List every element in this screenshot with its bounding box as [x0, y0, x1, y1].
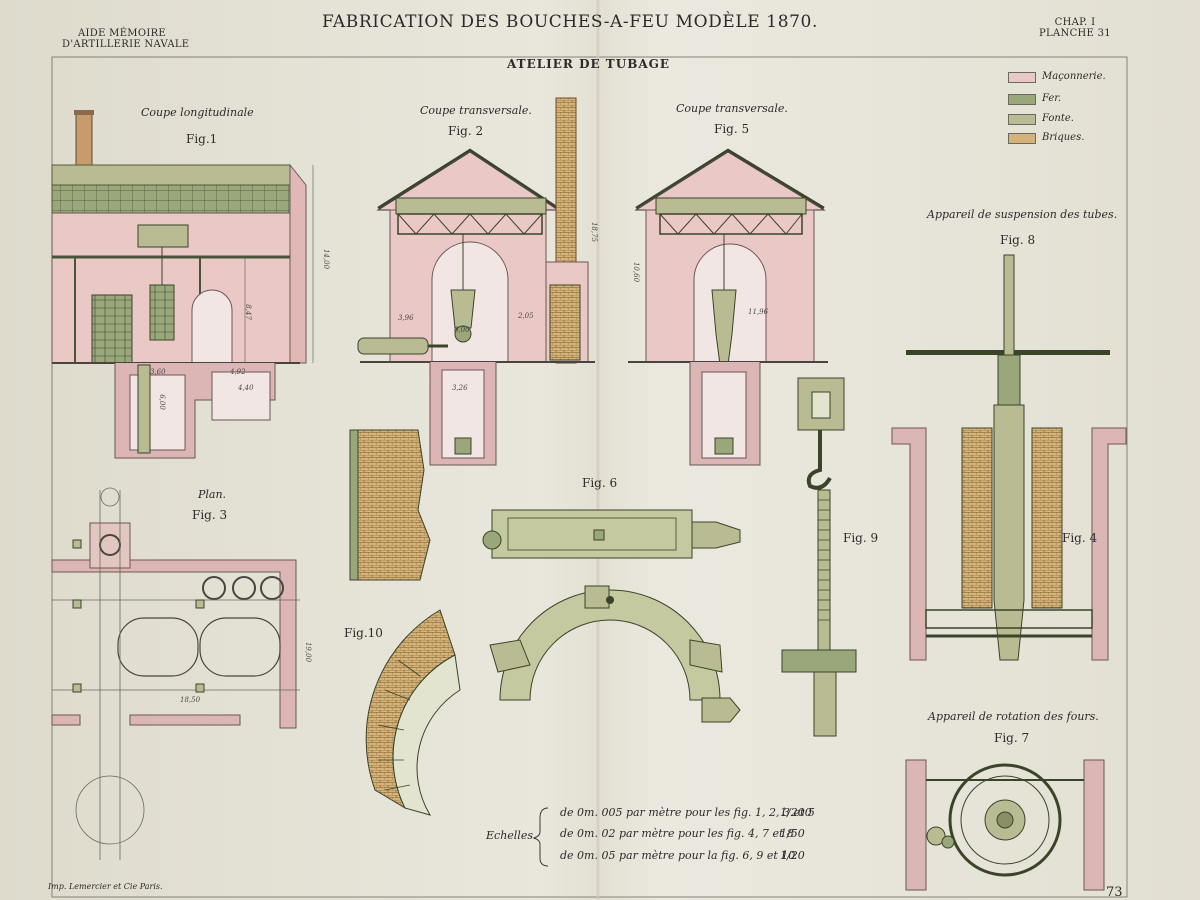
fig5-drawing	[628, 148, 828, 466]
legend-swatch-fonte	[1008, 114, 1036, 125]
dim-fig1-mid: 8,47	[243, 304, 252, 320]
page-number: 73	[1106, 885, 1123, 900]
fig8-label: Fig. 8	[1000, 233, 1036, 247]
scale-ratio-3: 1/20	[780, 849, 805, 862]
fig9-drawing	[781, 377, 857, 737]
scale-ratio-1: 1/200	[780, 806, 812, 819]
scale-line-2: de 0m. 02 par mètre pour les fig. 4, 7 e…	[560, 827, 794, 840]
fig10-label: Fig.10	[344, 626, 383, 640]
dim-fig2-w3: 2,05	[518, 312, 534, 320]
fig3-drawing	[51, 487, 300, 860]
fig7-caption: Appareil de rotation des fours.	[928, 710, 1099, 723]
plate-subtitle: ATELIER DE TUBAGE	[507, 57, 671, 71]
legend-label-fer: Fer.	[1042, 93, 1062, 104]
header-right-line2: PLANCHE 31	[1039, 28, 1111, 39]
fig6-drawing	[482, 509, 741, 559]
dim-fig1-height: 14,00	[322, 248, 331, 270]
legend-swatch-fer	[1008, 94, 1036, 105]
fig5-label: Fig. 5	[714, 122, 750, 136]
dim-fig2-pit: 3,26	[452, 384, 468, 392]
dim-fig5-width: 11,96	[748, 308, 769, 316]
fig7-label: Fig. 7	[994, 731, 1030, 745]
fig5-caption: Coupe transversale.	[676, 102, 788, 115]
brick-column-detail	[349, 429, 431, 581]
dim-fig5-height: 10,60	[632, 261, 641, 283]
fig8-caption: Appareil de suspension des tubes.	[927, 208, 1118, 221]
legend-swatch-maconnerie	[1008, 72, 1036, 83]
dim-fig2-w1: 3,96	[398, 314, 414, 322]
dim-fig1-d2: 6,00	[157, 394, 166, 410]
legend-label-fonte: Fonte.	[1042, 113, 1074, 124]
fig4-label: Fig. 4	[1062, 531, 1098, 545]
fig9-label: Fig. 9	[843, 531, 879, 545]
fig2-caption: Coupe transversale.	[420, 104, 532, 117]
printer-credit: Imp. Lemercier et Cie Paris.	[48, 882, 163, 891]
header-left-line1: AIDE MÉMOIRE	[77, 28, 167, 39]
legend-swatch-briques	[1008, 133, 1036, 144]
scale-ratio-2: 1/50	[780, 827, 805, 840]
dim-fig3-length: 18,50	[180, 696, 201, 704]
fig2-label: Fig. 2	[448, 124, 484, 138]
header-right: CHAP. I PLANCHE 31	[1030, 17, 1120, 39]
dim-fig2-chimney: 18,75	[590, 221, 599, 243]
scale-line-1: de 0m. 005 par mètre pour les fig. 1, 2,…	[560, 806, 815, 819]
dim-fig1-d4: 4,40	[238, 384, 254, 392]
dim-fig1-d1: 3,60	[150, 368, 166, 376]
legend-label-maconnerie: Maçonnerie.	[1042, 71, 1106, 82]
plate-title: FABRICATION DES BOUCHES-A-FEU MODÈLE 187…	[322, 12, 818, 32]
fig10-drawing	[365, 609, 461, 816]
header-right-line1: CHAP. I	[1054, 17, 1096, 28]
fig6-label: Fig. 6	[582, 476, 618, 490]
fig8-drawing	[891, 254, 1127, 661]
legend-label-briques: Briques.	[1042, 132, 1085, 143]
header-left-line2: D'ARTILLERIE NAVALE	[62, 39, 190, 50]
fig7-drawing	[905, 759, 1105, 891]
scale-line-3: de 0m. 05 par mètre pour la fig. 6, 9 et…	[560, 849, 796, 862]
fig1-drawing	[51, 110, 314, 459]
dim-fig3-height: 19,00	[304, 641, 313, 663]
fig1-label: Fig.1	[186, 132, 218, 146]
fig1-caption: Coupe longitudinale	[141, 106, 254, 119]
arch-ring-drawing	[489, 585, 741, 723]
header-left: AIDE MÉMOIRE D'ARTILLERIE NAVALE	[62, 28, 190, 50]
dim-fig1-d3: 4,92	[230, 368, 246, 376]
scales-label: Echelles.	[486, 829, 537, 842]
dim-fig2-w2: 6,00	[454, 326, 470, 334]
fig2-drawing	[357, 97, 595, 466]
fig3-label: Fig. 3	[192, 508, 228, 522]
fig3-caption: Plan.	[198, 488, 227, 501]
